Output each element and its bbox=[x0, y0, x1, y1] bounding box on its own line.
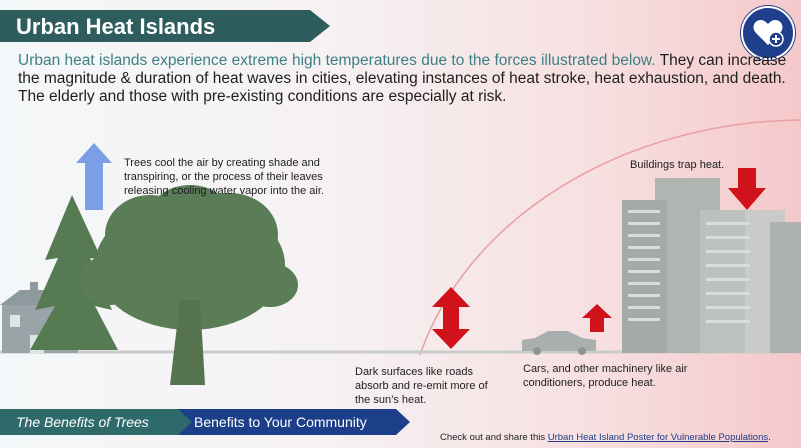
intro-paragraph: Urban heat islands experience extreme hi… bbox=[18, 52, 793, 106]
heart-plus-icon[interactable] bbox=[741, 6, 795, 60]
intro-highlight: Urban heat islands experience extreme hi… bbox=[18, 52, 656, 69]
red-arrow-icon bbox=[432, 287, 470, 349]
big-tree-illustration bbox=[80, 185, 298, 385]
footer-suffix: . bbox=[768, 432, 771, 443]
tab-community-label: Benefits to Your Community bbox=[194, 414, 367, 430]
car-illustration bbox=[522, 331, 596, 355]
buildings-illustration bbox=[622, 178, 801, 353]
surfaces-note: Dark surfaces like roads absorb and re-e… bbox=[355, 366, 488, 406]
red-arrow-icon bbox=[728, 168, 766, 210]
page-title: Urban Heat Islands bbox=[16, 14, 216, 39]
title-banner bbox=[0, 10, 330, 42]
buildings-note: Buildings trap heat. bbox=[630, 159, 725, 171]
poster-link[interactable]: Urban Heat Island Poster for Vulnerable … bbox=[547, 432, 769, 443]
intro-text: They can increase the magnitude & durati… bbox=[18, 52, 787, 105]
footer-text: Check out and share this Urban Heat Isla… bbox=[440, 432, 771, 443]
trees-note: Trees cool the air by creating shade and… bbox=[124, 157, 324, 197]
up-arrow-icon bbox=[76, 143, 112, 210]
tab-benefits-community[interactable]: Benefits to Your Community bbox=[178, 409, 410, 435]
bottom-tabs: The Benefits of Trees Benefits to Your C… bbox=[0, 409, 410, 435]
red-arrow-icon bbox=[582, 304, 612, 332]
footer-prefix: Check out and share this bbox=[440, 432, 548, 443]
tab-benefits-label: The Benefits of Trees bbox=[16, 414, 149, 430]
pine-tree-illustration bbox=[30, 195, 118, 350]
cars-note: Cars, and other machinery like air condi… bbox=[523, 363, 688, 389]
tab-benefits-of-trees[interactable]: The Benefits of Trees bbox=[0, 409, 196, 435]
